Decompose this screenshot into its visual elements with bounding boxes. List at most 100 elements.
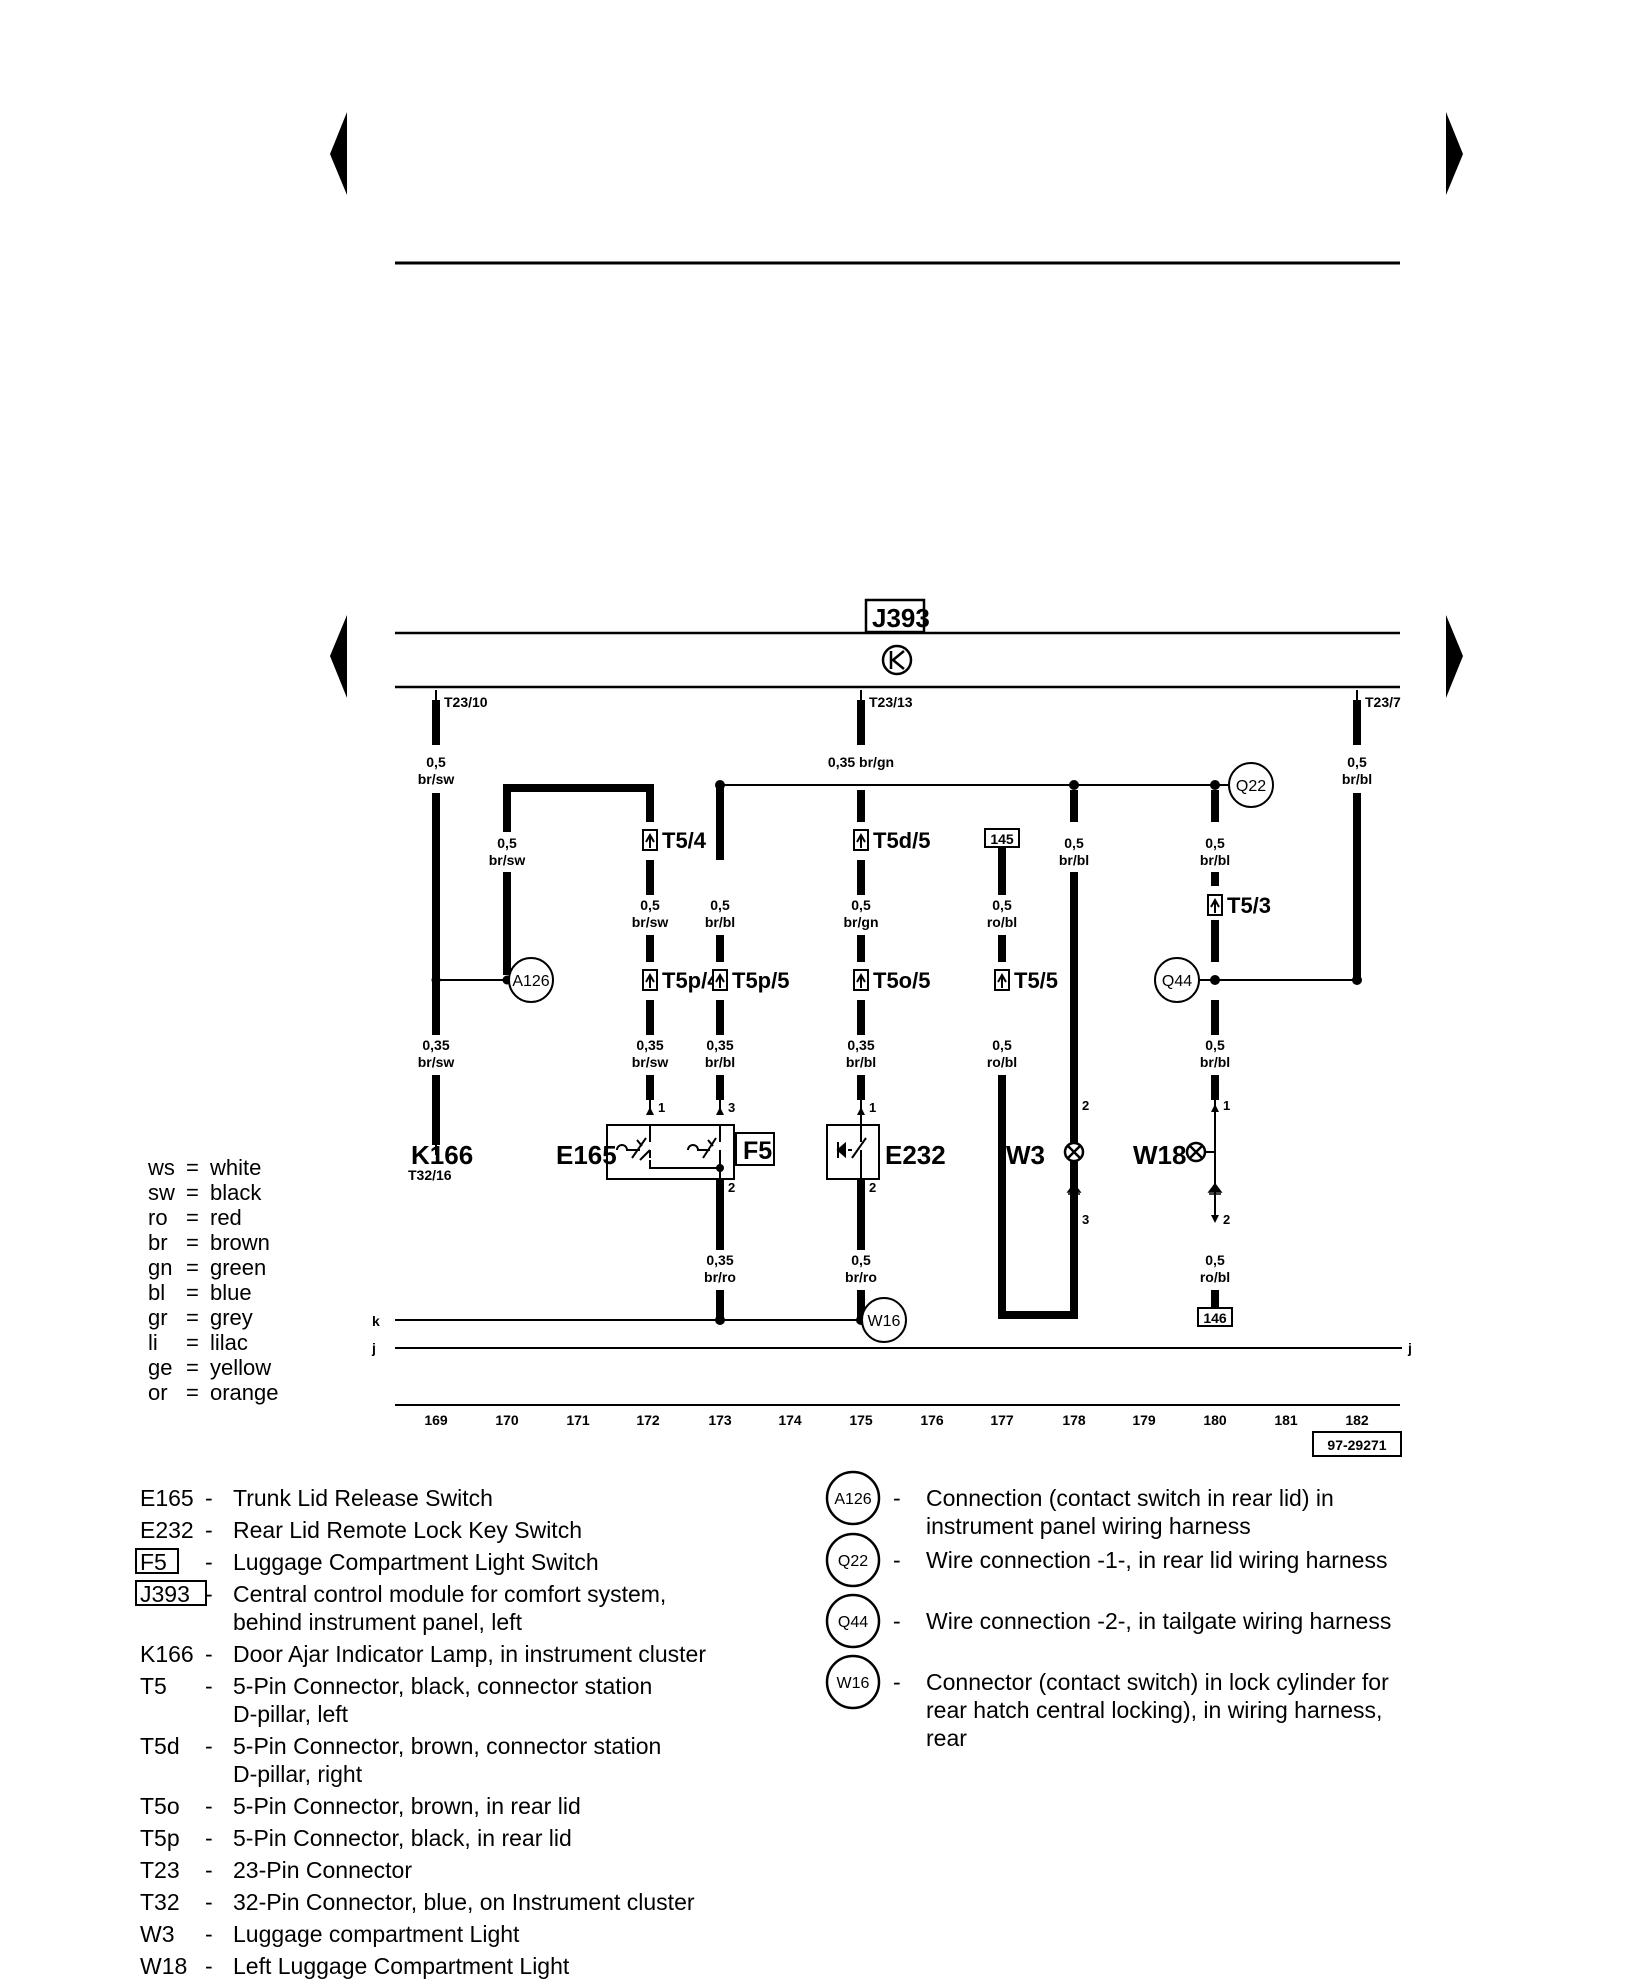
svg-text:br/sw: br/sw bbox=[632, 1054, 669, 1070]
legend-desc: 5-Pin Connector, black, in rear lid bbox=[233, 1825, 572, 1851]
legend-right: A126-Connection (contact switch in rear … bbox=[825, 1470, 1391, 1751]
wire-labels: 0,5 br/sw 0,5 br/sw 0,5 br/sw 0,5 br/bl … bbox=[408, 750, 1383, 1290]
legend-code: T5 bbox=[140, 1673, 167, 1699]
legend-dash: - bbox=[205, 1549, 213, 1575]
legend-desc: 5-Pin Connector, brown, in rear lid bbox=[233, 1793, 581, 1819]
legend-desc: Connection (contact switch in rear lid) … bbox=[926, 1485, 1334, 1511]
legend-dash: - bbox=[893, 1547, 901, 1573]
svg-text:181: 181 bbox=[1274, 1412, 1298, 1428]
color-code: li bbox=[148, 1330, 158, 1355]
legend-desc: 5-Pin Connector, black, connector statio… bbox=[233, 1673, 652, 1699]
svg-text:ro/bl: ro/bl bbox=[1200, 1269, 1230, 1285]
svg-text:0,35: 0,35 bbox=[706, 1037, 733, 1053]
svg-text:1: 1 bbox=[869, 1100, 876, 1115]
color-code: ws bbox=[147, 1155, 175, 1180]
legend-connection-circle bbox=[825, 1593, 881, 1649]
reference-box-145: 145 bbox=[984, 828, 1020, 848]
svg-text:170: 170 bbox=[495, 1412, 519, 1428]
svg-text:0,35: 0,35 bbox=[847, 1037, 874, 1053]
legend-desc: rear hatch central locking), in wiring h… bbox=[926, 1697, 1382, 1723]
legend-dash: - bbox=[893, 1669, 901, 1695]
legend-desc: Trunk Lid Release Switch bbox=[233, 1485, 493, 1511]
svg-text:0,5: 0,5 bbox=[1347, 754, 1367, 770]
color-equals: = bbox=[186, 1230, 199, 1255]
legend-desc: D-pillar, left bbox=[233, 1701, 349, 1727]
svg-text:br/sw: br/sw bbox=[632, 914, 669, 930]
color-equals: = bbox=[186, 1180, 199, 1205]
svg-text:E165: E165 bbox=[556, 1140, 617, 1170]
svg-text:145: 145 bbox=[990, 831, 1014, 847]
svg-text:0,5: 0,5 bbox=[497, 835, 517, 851]
svg-text:br/bl: br/bl bbox=[705, 914, 735, 930]
svg-text:176: 176 bbox=[920, 1412, 944, 1428]
connection-q22: Q22 bbox=[1228, 762, 1274, 808]
color-code: bl bbox=[148, 1280, 165, 1305]
color-code: br bbox=[148, 1230, 168, 1255]
column-numbers: 169 170 171 172 173 174 175 176 177 178 … bbox=[424, 1412, 1369, 1428]
svg-text:3: 3 bbox=[1082, 1212, 1089, 1227]
component-k166: K166 T32/16 bbox=[408, 1140, 473, 1183]
legend-code: T32 bbox=[140, 1889, 180, 1915]
svg-text:ro/bl: ro/bl bbox=[987, 1054, 1017, 1070]
svg-text:K166: K166 bbox=[411, 1140, 473, 1170]
svg-text:2: 2 bbox=[869, 1180, 876, 1195]
legend-connection-circle bbox=[825, 1532, 881, 1588]
svg-text:br/bl: br/bl bbox=[1059, 852, 1089, 868]
legend-code-box bbox=[135, 1548, 179, 1574]
svg-text:180: 180 bbox=[1203, 1412, 1227, 1428]
legend-dash: - bbox=[893, 1485, 901, 1511]
legend-desc: Door Ajar Indicator Lamp, in instrument … bbox=[233, 1641, 706, 1667]
lamp-w18: 1 2 W18 bbox=[1133, 1098, 1230, 1227]
legend-dash: - bbox=[205, 1825, 213, 1851]
nav-next-icon[interactable] bbox=[1446, 615, 1463, 698]
svg-text:br/sw: br/sw bbox=[489, 852, 526, 868]
svg-text:W18: W18 bbox=[1133, 1140, 1186, 1170]
legend-desc: Left Luggage Compartment Light bbox=[233, 1953, 570, 1979]
legend-code: T5p bbox=[140, 1825, 180, 1851]
svg-text:Q22: Q22 bbox=[1236, 778, 1266, 795]
svg-text:br/gn: br/gn bbox=[844, 914, 879, 930]
color-name: orange bbox=[210, 1380, 279, 1405]
svg-text:2: 2 bbox=[728, 1180, 735, 1195]
svg-text:146: 146 bbox=[1203, 1310, 1227, 1326]
electronic-module-icon bbox=[881, 644, 913, 676]
svg-text:0,35: 0,35 bbox=[636, 1037, 663, 1053]
color-equals: = bbox=[186, 1255, 199, 1280]
reference-box-146: 146 bbox=[1197, 1307, 1233, 1327]
svg-text:173: 173 bbox=[708, 1412, 732, 1428]
figure-id: 97-29271 bbox=[1327, 1437, 1386, 1453]
svg-text:W3: W3 bbox=[1006, 1140, 1045, 1170]
rail-label-j-right: j bbox=[1407, 1340, 1412, 1356]
legend-code: Q22 bbox=[838, 1553, 868, 1570]
lamp-w3: 2 3 W3 bbox=[1006, 1098, 1089, 1227]
nav-next-top-icon[interactable] bbox=[1446, 112, 1463, 195]
svg-text:br/bl: br/bl bbox=[1200, 852, 1230, 868]
svg-text:177: 177 bbox=[990, 1412, 1014, 1428]
svg-text:T5/5: T5/5 bbox=[1014, 968, 1058, 993]
svg-text:T5o/5: T5o/5 bbox=[873, 968, 930, 993]
svg-text:Q44: Q44 bbox=[1162, 973, 1192, 990]
color-equals: = bbox=[186, 1280, 199, 1305]
svg-text:2: 2 bbox=[1082, 1098, 1089, 1113]
svg-text:0,5: 0,5 bbox=[1205, 1252, 1225, 1268]
pin-label-t23-7: T23/7 bbox=[1365, 694, 1401, 710]
nav-prev-top-icon[interactable] bbox=[330, 112, 347, 195]
legend-desc: instrument panel wiring harness bbox=[926, 1513, 1251, 1539]
svg-text:br/sw: br/sw bbox=[418, 1054, 455, 1070]
svg-text:br/bl: br/bl bbox=[846, 1054, 876, 1070]
legend-code: E165 bbox=[140, 1485, 194, 1511]
legend-desc: Central control module for comfort syste… bbox=[233, 1581, 666, 1607]
nav-prev-icon[interactable] bbox=[330, 615, 347, 698]
switch-e232: 1 2 E232 bbox=[826, 1100, 946, 1197]
legend-code: W16 bbox=[837, 1675, 870, 1692]
legend-desc: Wire connection -2-, in tailgate wiring … bbox=[926, 1608, 1391, 1634]
legend-dash: - bbox=[205, 1517, 213, 1543]
control-module-j393: J393 bbox=[395, 598, 1400, 689]
svg-text:1: 1 bbox=[1223, 1098, 1230, 1113]
legend-dash: - bbox=[205, 1485, 213, 1511]
svg-text:0,5: 0,5 bbox=[992, 1037, 1012, 1053]
wires bbox=[432, 700, 1361, 1320]
connection-q44: Q44 bbox=[1154, 957, 1200, 1003]
